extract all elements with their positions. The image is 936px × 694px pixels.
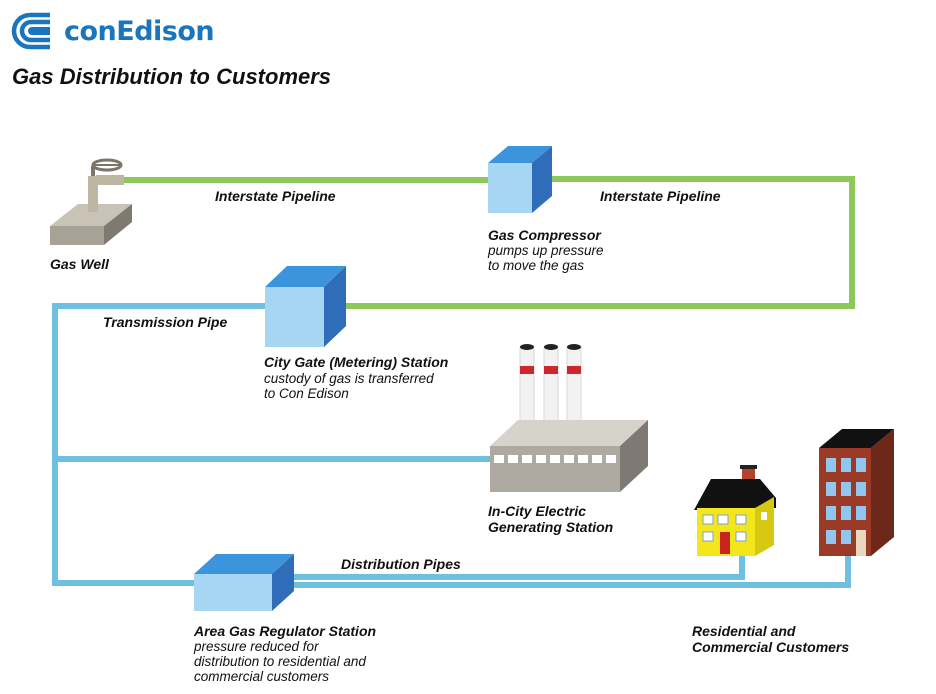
gas-compressor-label: Gas Compressor [488,227,601,243]
customers-label-line-2: Commercial Customers [692,639,850,655]
distribution-pipe-residential [286,556,745,580]
interstate-pipeline-label-2: Interstate Pipeline [600,188,721,204]
gas-well-label: Gas Well [50,256,109,272]
regulator-label: Area Gas Regulator Station [194,623,377,639]
regulator-desc-line-1: pressure reduced for [194,639,319,654]
transmission-pipe [52,303,268,586]
interstate-pipeline-2 [330,176,855,309]
customers-label: Residential and Commercial Customers [692,623,849,655]
city-gate-description: custody of gas is transferred to Con Edi… [264,371,434,401]
gas-compressor-station [488,146,552,213]
gas-compressor-desc-line-1: pumps up pressure [488,243,604,258]
electric-station-label-line-2: Generating Station [488,519,614,535]
conedison-logo-icon [11,12,50,50]
customers-label-line-1: Residential and [692,623,796,639]
transmission-pipe-label: Transmission Pipe [103,314,228,330]
city-gate-desc-line-2: to Con Edison [264,386,349,401]
distribution-pipe-commercial [286,553,851,588]
distribution-pipes-label: Distribution Pipes [341,556,461,572]
regulator-description: pressure reduced for distribution to res… [194,639,366,684]
electric-station-label-line-1: In-City Electric [488,503,587,519]
conedison-logo-text: conEdison [64,15,215,47]
gas-well [50,158,132,245]
blue-pipes [52,303,851,588]
electric-station-label: In-City Electric Generating Station [488,503,613,535]
area-gas-regulator-station [194,554,294,611]
city-gate-station [265,266,346,347]
regulator-desc-line-2: distribution to residential and [194,654,366,669]
interstate-pipeline-label-1: Interstate Pipeline [215,188,336,204]
city-gate-label: City Gate (Metering) Station [264,354,449,370]
gas-compressor-desc-line-2: to move the gas [488,258,585,273]
regulator-desc-line-3: commercial customers [194,669,330,684]
commercial-building [819,429,894,556]
city-gate-desc-line-1: custody of gas is transferred [264,371,434,386]
gas-compressor-description: pumps up pressure to move the gas [488,243,604,273]
page-title: Gas Distribution to Customers [12,64,332,89]
electric-generating-station [490,344,648,492]
interstate-pipelines [124,176,855,309]
conedison-logo: conEdison [10,10,215,52]
residential-house [694,465,776,556]
